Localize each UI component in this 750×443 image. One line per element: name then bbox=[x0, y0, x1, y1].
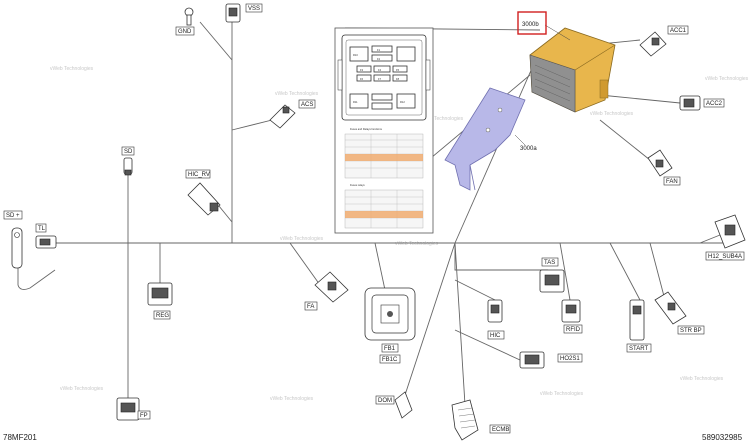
fp-connector: FP bbox=[116, 397, 151, 421]
label-tl: TL bbox=[38, 226, 46, 232]
fuse-slot-f5: F5 bbox=[396, 68, 400, 72]
fuse-table-1 bbox=[344, 133, 424, 179]
diagram-id: 78MF201 bbox=[3, 433, 37, 442]
bracket-3000a: 3000a bbox=[444, 87, 537, 191]
watermark: vWeb Technologies bbox=[280, 236, 324, 242]
reg-connector: REG bbox=[147, 282, 173, 320]
label-h12-sub4a: H12_SUB4A bbox=[708, 254, 742, 260]
label-vss: VSS bbox=[248, 6, 260, 12]
ecmb-connector: ECMB bbox=[451, 399, 511, 441]
label-reg: REG bbox=[156, 313, 169, 319]
callout-module: 3000b bbox=[522, 22, 539, 28]
str-bp-connector: STR BP bbox=[654, 291, 705, 335]
label-start: START bbox=[629, 346, 648, 352]
acc2-connector: ACC2 bbox=[679, 95, 725, 111]
fuse-relays-subtitle: Fuses relays bbox=[350, 183, 365, 187]
label-hic: HIC bbox=[490, 333, 501, 339]
fuse-slot-r12: R12 bbox=[400, 100, 405, 104]
sd-plus-connector: SD + bbox=[3, 210, 23, 269]
label-rfid: RFID bbox=[566, 327, 581, 333]
label-sd: SD bbox=[124, 149, 133, 155]
vss-connector: VSS bbox=[225, 3, 263, 23]
label-gnd: GND bbox=[178, 29, 192, 35]
fan-connector: FAN bbox=[647, 149, 681, 186]
fuse-slot-f3: F3 bbox=[360, 68, 364, 72]
watermark: vWeb Technologies bbox=[50, 66, 94, 72]
label-hic-rv: HIC_RV bbox=[188, 172, 210, 178]
fa-connector: FA bbox=[304, 271, 349, 311]
fuse-slot-r10: R10 bbox=[353, 53, 358, 57]
label-dom: DOM bbox=[378, 398, 392, 404]
acs-connector: ACS bbox=[269, 99, 316, 129]
fuse-slot-r11: R11 bbox=[353, 100, 358, 104]
label-tas: TAS bbox=[544, 260, 555, 266]
acc1-connector: ACC1 bbox=[639, 25, 689, 57]
fuse-slot-f4: F4 bbox=[378, 68, 382, 72]
fuse-table-title: Fuses and Relays functions bbox=[350, 127, 383, 131]
start-connector: START bbox=[626, 299, 652, 353]
watermark: vWeb Technologies bbox=[270, 396, 314, 402]
watermark: vWeb Technologies bbox=[395, 241, 439, 247]
fuse-slot-f2: F2 bbox=[377, 57, 381, 61]
h12-sub4a-connector: H12_SUB4A bbox=[705, 214, 746, 261]
fuse-table-2 bbox=[344, 189, 424, 229]
label-fb1c: FB1C bbox=[382, 357, 398, 363]
fb1-connector: FB1 FB1C bbox=[364, 287, 416, 364]
watermark: vWeb Technologies bbox=[540, 391, 584, 397]
gnd-connector: GND bbox=[175, 7, 195, 36]
fuse-slot-f7: F7 bbox=[378, 77, 382, 81]
fuse-slot-f1: F1 bbox=[377, 48, 381, 52]
callout-bracket: 3000a bbox=[520, 146, 537, 152]
rfid-connector: RFID bbox=[561, 299, 583, 334]
watermark: vWeb Technologies bbox=[590, 111, 634, 117]
label-fp: FP bbox=[140, 413, 148, 419]
watermark: vWeb Technologies bbox=[275, 91, 319, 97]
label-sd-plus: SD + bbox=[6, 213, 20, 219]
fuse-box-panel: R10 F1 F2 F3 F4 F5 F6 F7 F8 R11 R12 Fuse… bbox=[334, 27, 434, 234]
label-fa: FA bbox=[307, 304, 314, 310]
label-h02s1: HO2S1 bbox=[560, 356, 580, 362]
watermark: vWeb Technologies bbox=[60, 386, 104, 392]
fuse-slot-f8: F8 bbox=[396, 77, 400, 81]
label-fan: FAN bbox=[666, 179, 678, 185]
callout-highlight-box bbox=[517, 11, 547, 35]
part-number: 589032985 bbox=[702, 433, 743, 442]
dom-connector: DOM bbox=[375, 391, 413, 419]
hic-connector: HIC bbox=[487, 299, 505, 340]
label-ecmb: ECMB bbox=[492, 427, 509, 433]
label-str-bp: STR BP bbox=[680, 328, 702, 334]
tas-connector: TAS bbox=[539, 257, 565, 293]
watermarks: vWeb Technologies vWeb Technologies vWeb… bbox=[50, 66, 749, 402]
label-acc2: ACC2 bbox=[706, 101, 723, 107]
hic-rv-connector: HIC_RV bbox=[185, 169, 221, 216]
tl-connector: TL bbox=[35, 223, 57, 249]
label-fb1: FB1 bbox=[384, 346, 396, 352]
h02s1-connector: HO2S1 bbox=[519, 351, 583, 369]
watermark: vWeb Technologies bbox=[420, 116, 464, 122]
module-3000b: 3000b bbox=[517, 11, 616, 113]
fuse-slot-f6: F6 bbox=[360, 77, 364, 81]
sd-connector: SD bbox=[121, 146, 135, 176]
watermark: vWeb Technologies bbox=[705, 76, 749, 82]
label-acs: ACS bbox=[301, 102, 313, 108]
watermark: vWeb Technologies bbox=[680, 376, 724, 382]
label-acc1: ACC1 bbox=[670, 28, 687, 34]
